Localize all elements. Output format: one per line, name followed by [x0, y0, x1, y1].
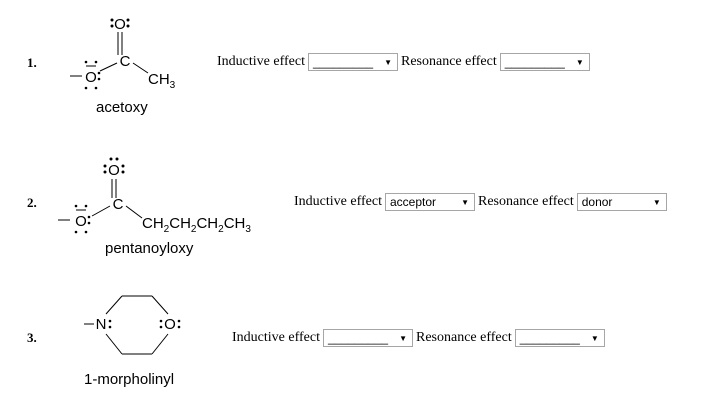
butyl-chain: CH2CH2CH2CH3	[142, 215, 251, 235]
question-1-effects: Inductive effect _________ ▼ Resonance e…	[217, 53, 593, 71]
resonance-effect-label: Resonance effect	[477, 194, 574, 209]
resonance-effect-select[interactable]: _________ ▼	[514, 329, 605, 347]
selected-value: donor	[581, 195, 613, 209]
resonance-effect-label: Resonance effect	[400, 54, 497, 69]
carbon-atom: C	[120, 53, 131, 70]
selected-value: _________	[519, 331, 580, 345]
nitrogen-atom: N	[96, 316, 107, 333]
selected-value: _________	[504, 55, 565, 69]
resonance-effect-select[interactable]: _________ ▼	[499, 53, 590, 71]
selected-value: _________	[312, 55, 374, 69]
question-number: 2.	[27, 195, 37, 210]
question-number: 1.	[27, 55, 37, 70]
inductive-effect-label: Inductive effect	[217, 54, 305, 69]
oxygen-atom: O	[75, 213, 87, 230]
question-number: 3.	[27, 330, 37, 345]
selected-value: acceptor	[389, 195, 437, 209]
pentanoyloxy-structure: O C O CH2CH2CH2CH3	[48, 150, 278, 245]
substituent-name: acetoxy	[96, 99, 148, 116]
inductive-effect-select[interactable]: _________ ▼	[307, 53, 398, 71]
question-3-effects: Inductive effect _________ ▼ Resonance e…	[232, 329, 608, 347]
selected-value: _________	[327, 331, 389, 345]
inductive-effect-label: Inductive effect	[232, 330, 320, 345]
substituent-name: pentanoyloxy	[105, 240, 194, 257]
methyl-group: CH3	[148, 71, 176, 91]
carbon-atom: C	[113, 196, 124, 213]
resonance-effect-select[interactable]: donor ▼	[576, 193, 667, 211]
inductive-effect-label: Inductive effect	[294, 194, 382, 209]
resonance-effect-label: Resonance effect	[415, 330, 512, 345]
dropdown-arrow-icon: ▼	[590, 333, 599, 343]
oxygen-atom: O	[164, 316, 176, 333]
oxygen-atom: O	[85, 69, 97, 86]
oxygen-atom: O	[108, 162, 120, 179]
dropdown-arrow-icon: ▼	[652, 197, 661, 207]
substituent-name: 1-morpholinyl	[84, 371, 175, 388]
acetoxy-structure: O C O CH3	[60, 8, 200, 98]
dropdown-arrow-icon: ▼	[384, 57, 392, 67]
dropdown-arrow-icon: ▼	[575, 57, 584, 67]
oxygen-atom: O	[114, 16, 126, 33]
dropdown-arrow-icon: ▼	[461, 197, 469, 207]
dropdown-arrow-icon: ▼	[399, 333, 407, 343]
morpholinyl-structure: N O	[70, 290, 200, 375]
question-2-effects: Inductive effect acceptor ▼ Resonance ef…	[294, 193, 670, 211]
inductive-effect-select[interactable]: _________ ▼	[322, 329, 413, 347]
inductive-effect-select[interactable]: acceptor ▼	[384, 193, 475, 211]
